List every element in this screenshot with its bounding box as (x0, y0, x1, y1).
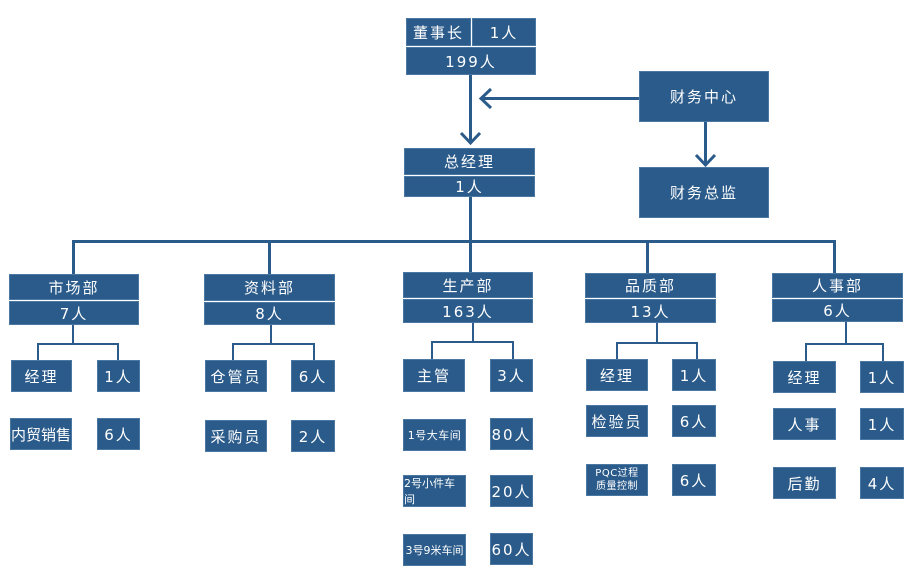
arrow-down-icon (459, 131, 482, 146)
role-box: PQC过程 质量控制 (586, 464, 648, 496)
gm-title: 总经理 (404, 148, 535, 175)
role-count: 4人 (860, 467, 904, 499)
gm-count: 1人 (404, 176, 535, 197)
connector (117, 343, 119, 360)
role-count: 6人 (672, 405, 716, 437)
connector (696, 342, 698, 359)
role-box: 人事 (773, 408, 836, 440)
connector (512, 341, 514, 359)
connector (72, 325, 74, 344)
connector (469, 196, 472, 272)
connector (882, 343, 884, 361)
dept-quality-count: 13人 (585, 299, 716, 323)
connector (313, 343, 315, 360)
role-box: 2号小件车间 (403, 475, 466, 507)
role-box: 后勤 (773, 467, 836, 499)
dept-market-name: 市场部 (9, 274, 139, 300)
connector (431, 341, 433, 359)
role-box: 经理 (11, 360, 72, 392)
role-count: 1人 (97, 360, 140, 392)
connector (72, 240, 836, 243)
role-count: 6人 (97, 418, 140, 450)
connector (805, 343, 884, 345)
role-box: 1号大车间 (403, 419, 466, 451)
role-count: 1人 (860, 408, 904, 440)
company-total: 199人 (406, 47, 536, 75)
connector (472, 323, 474, 342)
finance-center: 财务中心 (639, 71, 769, 122)
connector (469, 75, 472, 143)
dept-production-name: 生产部 (403, 272, 533, 298)
dept-hr-name: 人事部 (772, 273, 903, 298)
connector (232, 343, 234, 360)
connector (270, 324, 272, 344)
role-line: 质量控制 (596, 481, 638, 492)
connector (268, 240, 271, 274)
role-box: 经理 (586, 359, 648, 391)
connector (37, 343, 39, 360)
role-count: 3人 (490, 359, 533, 392)
arrow-down-icon (694, 153, 717, 168)
role-box: 仓管员 (205, 360, 267, 392)
chairman-title: 董事长 (406, 18, 471, 46)
role-box: 内贸销售 (10, 418, 72, 450)
dept-data-count: 8人 (204, 302, 335, 325)
connector (616, 342, 618, 359)
connector (704, 122, 707, 164)
connector (833, 240, 836, 273)
connector (656, 323, 658, 343)
role-box: 主管 (403, 359, 465, 392)
role-count: 20人 (490, 475, 533, 507)
role-count: 1人 (860, 361, 904, 393)
dept-market-count: 7人 (9, 301, 139, 325)
connector (431, 341, 514, 343)
connector (482, 97, 639, 100)
dept-hr-count: 6人 (772, 299, 903, 322)
role-count: 6人 (291, 360, 335, 392)
role-box: 经理 (773, 361, 836, 393)
connector (805, 343, 807, 361)
role-line: PQC过程 (595, 468, 639, 479)
finance-director: 财务总监 (639, 167, 769, 218)
role-count: 80人 (490, 418, 533, 450)
dept-quality-name: 品质部 (585, 273, 716, 298)
chairman-count: 1人 (472, 18, 536, 46)
role-box: 采购员 (205, 420, 267, 452)
role-count: 60人 (490, 533, 533, 565)
dept-data-name: 资料部 (204, 274, 335, 301)
role-box: 检验员 (586, 405, 648, 437)
connector (72, 240, 75, 274)
role-count: 1人 (672, 359, 716, 391)
connector (616, 342, 698, 344)
role-box: 3号9米车间 (403, 534, 466, 566)
connector (232, 343, 315, 345)
arrow-left-icon (478, 87, 493, 110)
dept-production-count: 163人 (403, 299, 533, 323)
connector (646, 240, 649, 273)
role-count: 6人 (672, 464, 716, 496)
role-count: 2人 (291, 420, 335, 452)
connector (37, 343, 119, 345)
connector (845, 322, 847, 344)
